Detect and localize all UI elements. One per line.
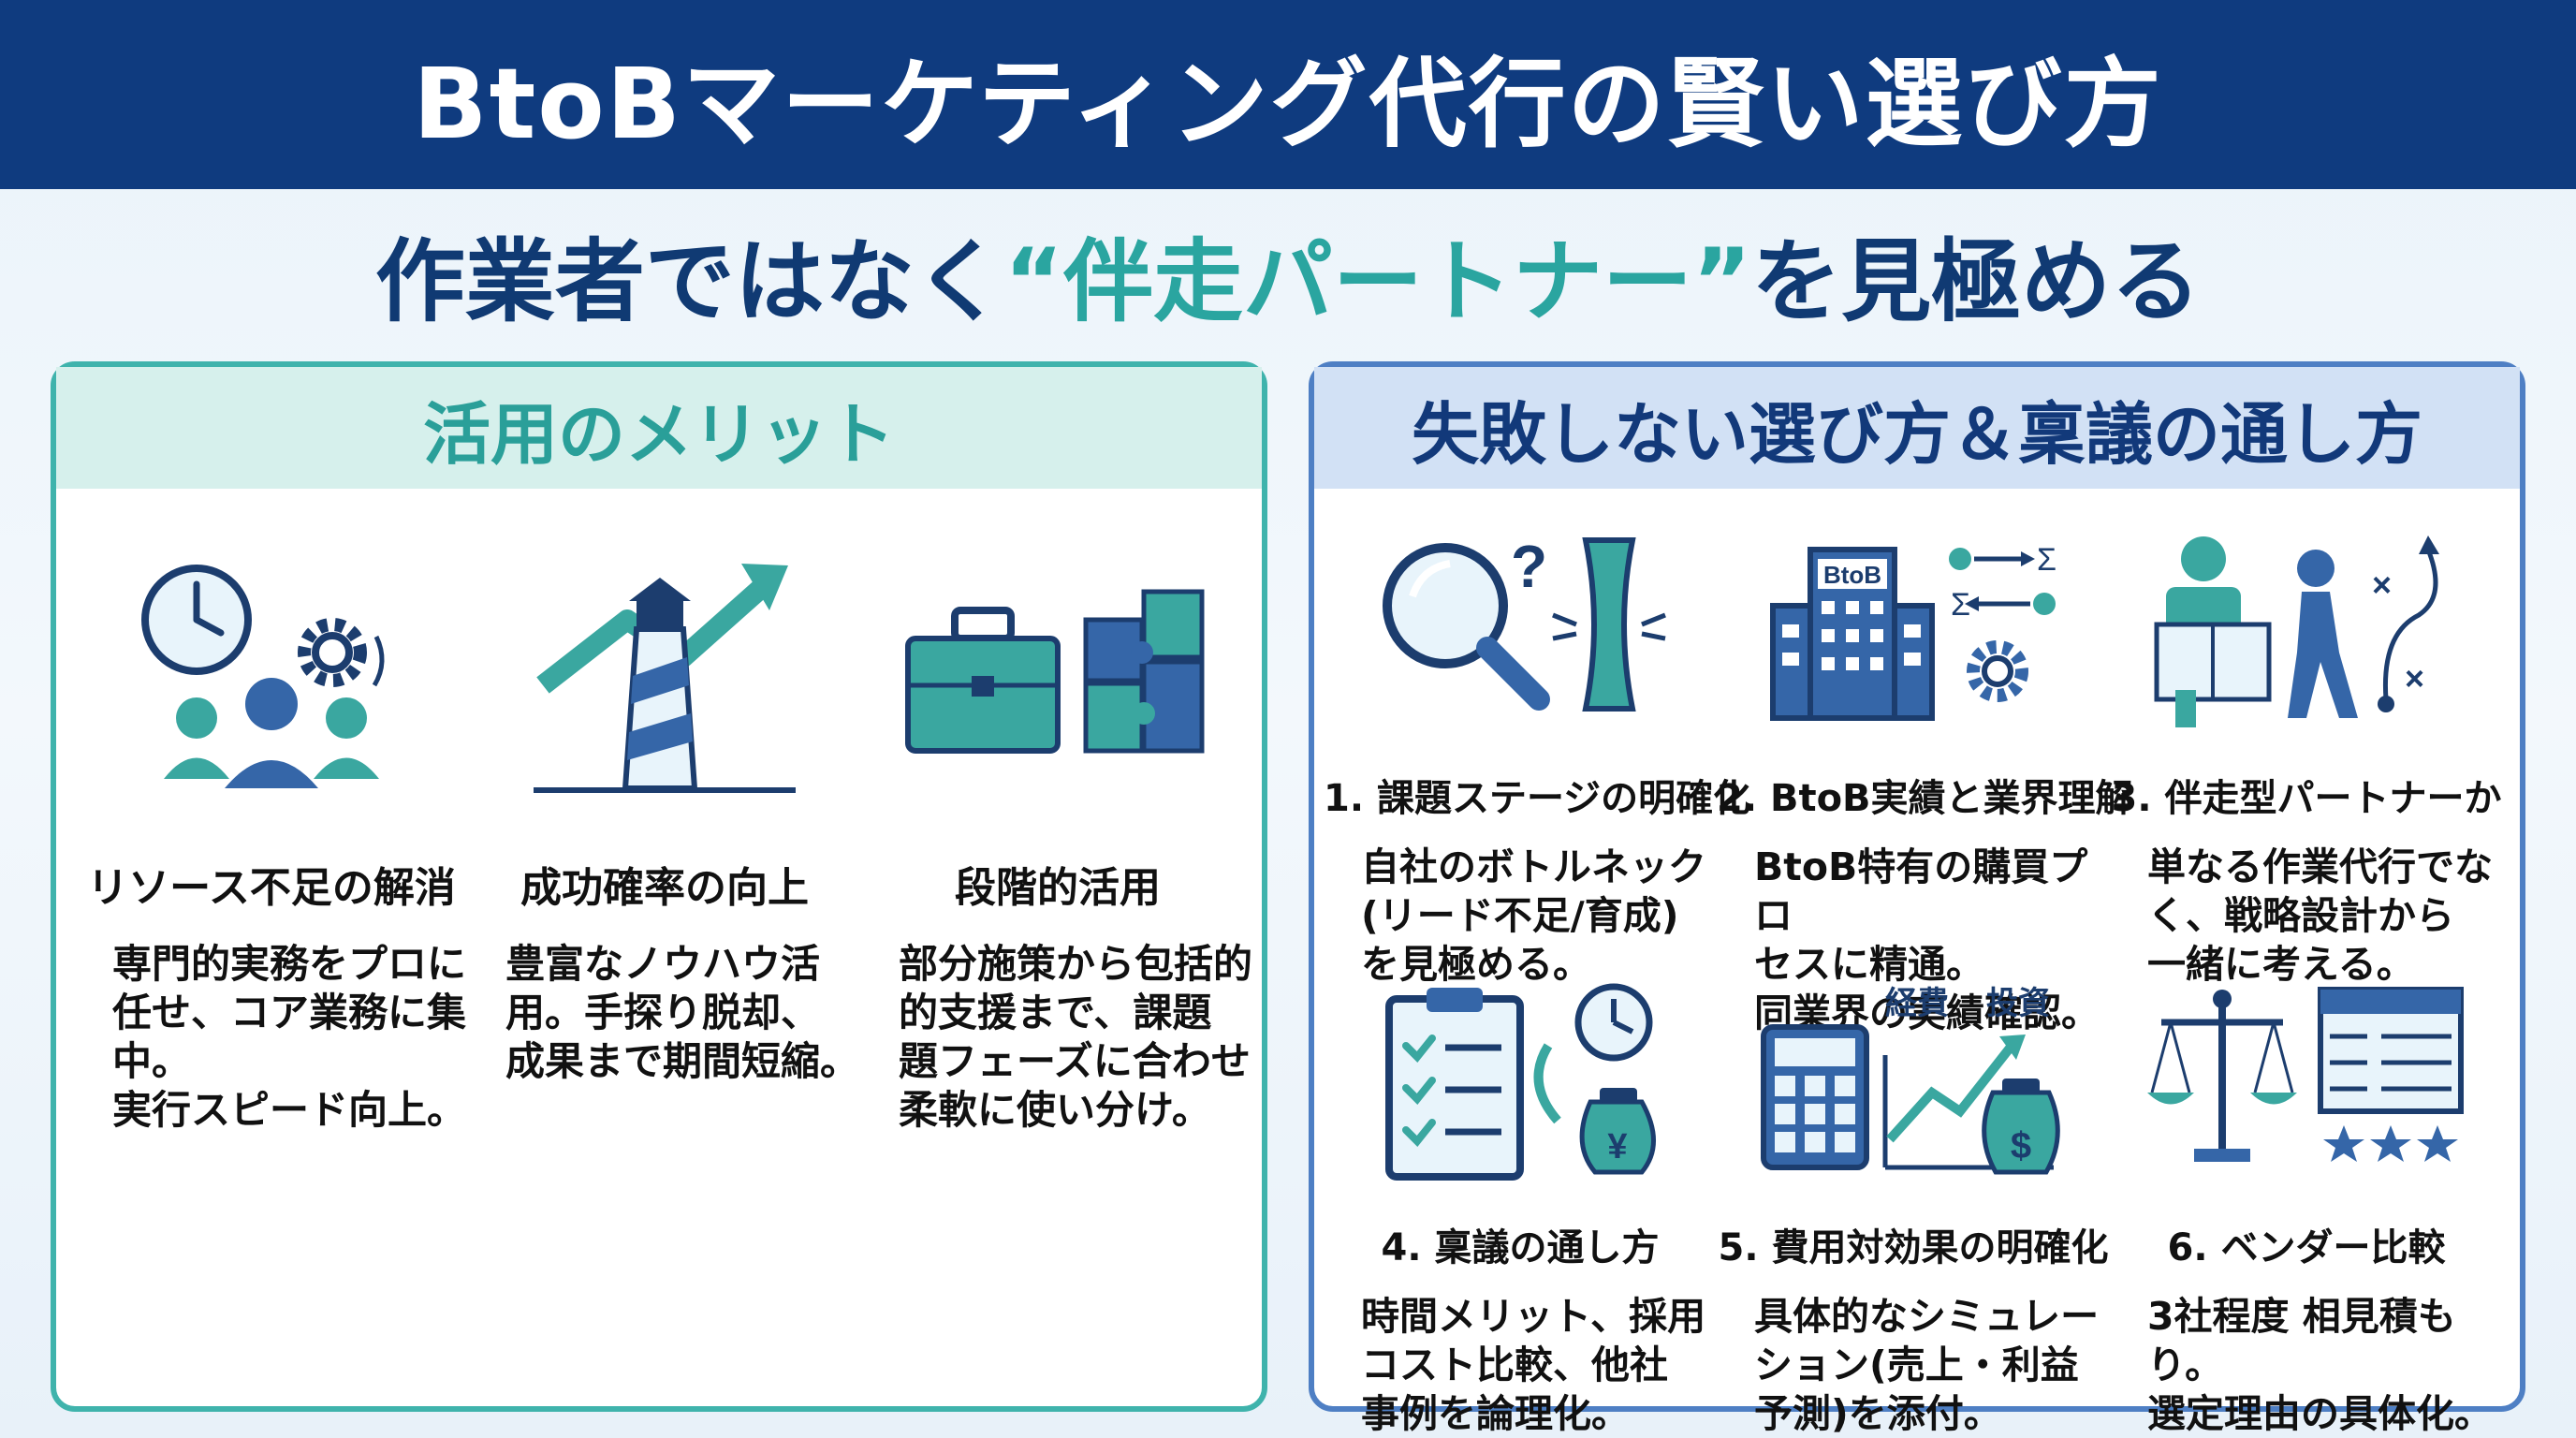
- svg-text:?: ?: [1511, 533, 1547, 600]
- step-desc: 具体的なシミュレー ション(売上・利益 予測)を添付。: [1754, 1294, 2100, 1436]
- subtitle-accent: “伴走パートナー”: [1003, 228, 1752, 334]
- benefit-desc: 専門的実務をプロに 任せ、コア業務に集 中。 実行スピード向上。: [112, 941, 467, 1133]
- step-title: 5. 費用対効果の明確化: [1718, 1226, 2109, 1269]
- benefit-title: 成功確率の向上: [520, 864, 809, 912]
- benefit-title: 段階的活用: [955, 864, 1161, 912]
- step-item-3: × × 3. 伴走型パートナーか 単なる作業代行でな く、戦略設計から 一緒に考…: [2110, 517, 2503, 989]
- step-title: 4. 稟議の通し方: [1381, 1226, 1660, 1269]
- benefit-desc: 豊富なノウハウ活 用。手探り脱却、 成果まで期間短縮。: [505, 941, 860, 1084]
- step-item-4: ¥ 4. 稟議の通し方 時間メリット、採用 コスト比較、他社 事例を論理化。: [1324, 966, 1717, 1438]
- step-desc: 自社のボトルネック (リード不足/育成) を見極める。: [1361, 844, 1706, 987]
- team-clock-gear-icon: [75, 536, 468, 816]
- step-item-5: 経費 投資 $ 5. 費用対効果の明確化 具体的なシミュレー ション(売上・利益: [1717, 966, 2110, 1438]
- step-title: 1. 課題ステージの明確化: [1324, 777, 1751, 820]
- step-desc: 単なる作業代行でな く、戦略設計から 一緒に考える。: [2147, 844, 2493, 987]
- subtitle-after: を見極める: [1751, 228, 2202, 334]
- magnifier-bottleneck-icon: ?: [1324, 517, 1717, 751]
- benefit-item-phased: 段階的活用 部分施策から包括的 的支援まで、課題 題フェーズに合わせ 柔軟に使い…: [861, 536, 1254, 1135]
- benefit-item-success: 成功確率の向上 豊富なノウハウ活 用。手探り脱却、 成果まで期間短縮。: [468, 536, 861, 1086]
- step-title: 3. 伴走型パートナーか: [2111, 777, 2502, 820]
- svg-text:×: ×: [2405, 659, 2424, 697]
- lighthouse-growth-icon: [468, 536, 861, 816]
- step-item-1: ? 1. 課題ステージの明確化 自社のボトルネック (リード不足/育成) を見極…: [1324, 517, 1751, 989]
- step-desc: 3社程度 相見積もり。 選定理由の具体化。: [2147, 1294, 2493, 1436]
- subtitle-before: 作業者ではなく: [374, 228, 1004, 334]
- svg-text:Σ: Σ: [1951, 587, 1970, 623]
- calculator-roi-icon: 経費 投資 $: [1717, 966, 2110, 1200]
- approval-clipboard-icon: ¥: [1324, 966, 1717, 1200]
- btob-label: BtoB: [1823, 561, 1881, 589]
- selection-panel: 失敗しない選び方＆稟議の通し方 ? 1. 課題ステージの明確化 自社のボトルネッ…: [1309, 361, 2525, 1436]
- dollar-label: $: [2011, 1125, 2031, 1167]
- benefit-desc: 部分施策から包括的 的支援まで、課題 題フェーズに合わせ 柔軟に使い分け。: [899, 941, 1253, 1133]
- scale-comparison-icon: [2110, 966, 2503, 1200]
- btob-building-icon: BtoB Σ Σ: [1717, 517, 2110, 751]
- page-subtitle: 作業者ではなく“伴走パートナー”を見極める: [0, 208, 2576, 339]
- page-title: BtoBマーケティング代行の賢い選び方: [413, 46, 2163, 161]
- cost-label: 経費: [1885, 986, 1949, 1021]
- partner-strategy-icon: × ×: [2110, 517, 2503, 751]
- toolbox-puzzle-icon: [861, 536, 1254, 816]
- svg-text:Σ: Σ: [2037, 542, 2056, 578]
- step-item-2: BtoB Σ Σ 2. BtoB実績と業界理解 BtoB特有: [1717, 517, 2133, 1037]
- selection-panel-title: 失敗しない選び方＆稟議の通し方: [1314, 367, 2520, 489]
- yen-label: ¥: [1607, 1127, 1627, 1167]
- step-item-6: 6. ベンダー比較 3社程度 相見積もり。 選定理由の具体化。: [2110, 966, 2503, 1438]
- benefit-item-resource: リソース不足の解消 専門的実務をプロに 任せ、コア業務に集 中。 実行スピード向…: [75, 536, 468, 1135]
- benefits-panel: 活用のメリット リソース不足の解消 専門的実務をプロに 任せ、コア業務に集 中。…: [51, 361, 1267, 1412]
- step-title: 2. BtoB実績と業界理解: [1717, 777, 2133, 820]
- header-bar: BtoBマーケティング代行の賢い選び方: [0, 0, 2576, 189]
- step-desc: 時間メリット、採用 コスト比較、他社 事例を論理化。: [1361, 1294, 1706, 1436]
- svg-text:×: ×: [2372, 565, 2392, 604]
- invest-label: 投資: [1986, 986, 2050, 1021]
- benefit-title: リソース不足の解消: [87, 864, 456, 912]
- benefits-panel-title: 活用のメリット: [56, 367, 1262, 489]
- step-title: 6. ベンダー比較: [2167, 1226, 2446, 1269]
